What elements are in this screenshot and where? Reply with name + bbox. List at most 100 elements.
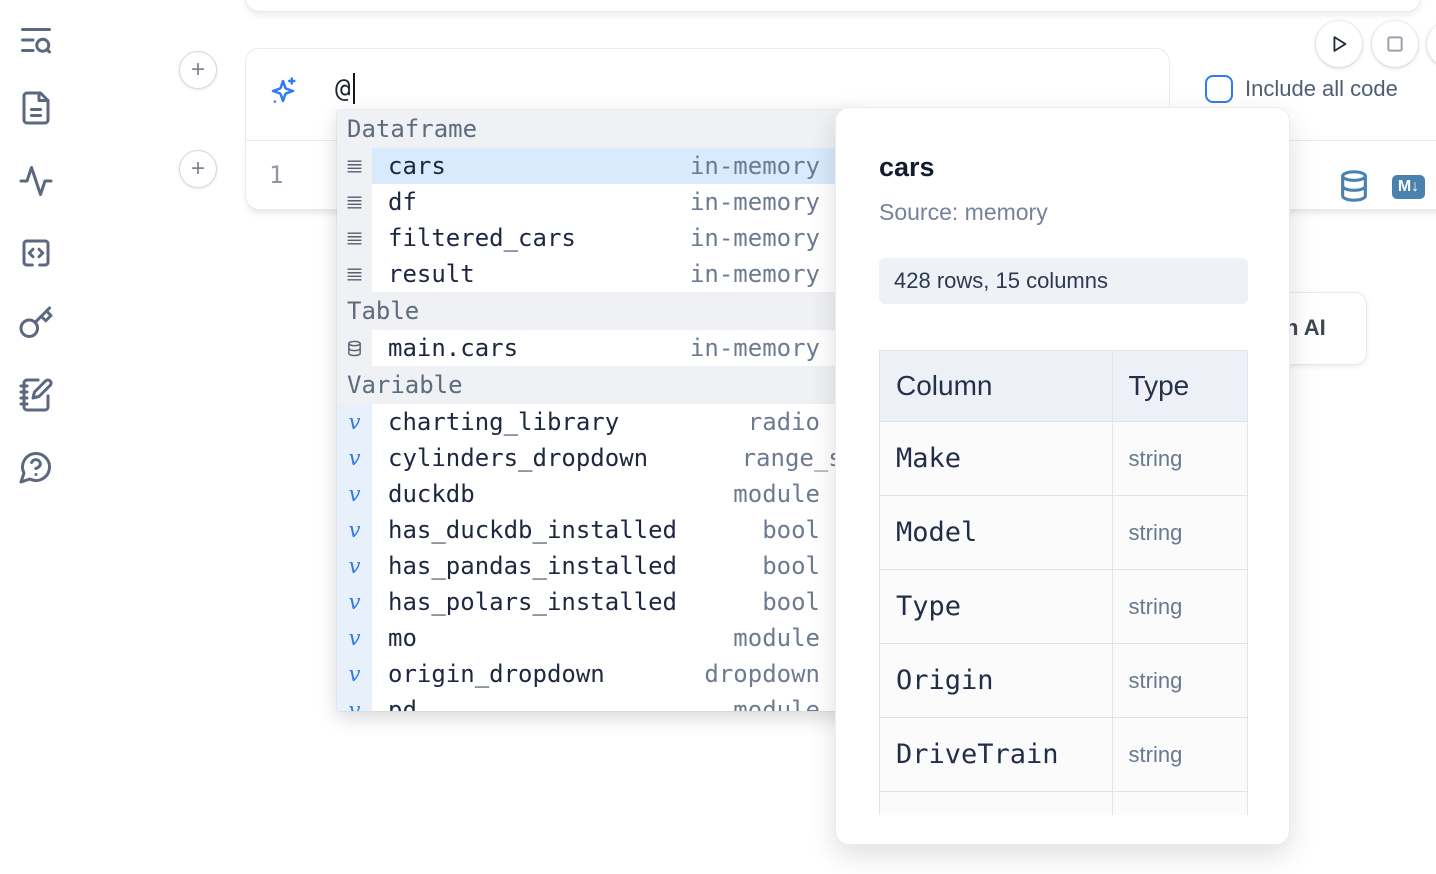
autocomplete-item-type: bool: [762, 588, 820, 616]
variable-icon: v: [337, 584, 372, 620]
preview-shape-badge: 428 rows, 15 columns: [879, 258, 1248, 304]
autocomplete-item[interactable]: v has_polars_installed bool: [337, 584, 860, 620]
include-all-code-label[interactable]: Include all code: [1245, 76, 1398, 101]
autocomplete-item-type: module: [733, 696, 820, 711]
dataframe-icon: [337, 256, 372, 292]
add-cell-above-button[interactable]: +: [179, 51, 217, 89]
schema-column-name: Model: [879, 495, 1113, 570]
autocomplete-item-type: radio: [747, 408, 820, 436]
dataframe-preview-panel: cars Source: memory 428 rows, 15 columns…: [835, 107, 1290, 845]
autocomplete-item-label: main.cars: [388, 334, 519, 362]
previous-cell-edge: [245, 0, 1421, 12]
schema-column-type: [1111, 791, 1248, 815]
autocomplete-item-label: cars: [388, 152, 446, 180]
autocomplete-item-label: cylinders_dropdown: [388, 444, 649, 472]
variable-icon: v: [337, 548, 372, 584]
file-text-icon[interactable]: [18, 90, 54, 126]
sparkles-icon: [268, 76, 298, 106]
variable-icon: v: [337, 404, 372, 440]
run-cell-button[interactable]: [1316, 21, 1362, 67]
schema-column-type: string: [1111, 421, 1248, 496]
code-square-icon[interactable]: [18, 235, 54, 271]
autocomplete-item[interactable]: v pd module: [337, 692, 860, 711]
autocomplete-item-label: has_pandas_installed: [388, 552, 677, 580]
preview-source: Source: memory: [879, 199, 1048, 225]
autocomplete-section-header: Dataframe: [337, 110, 860, 148]
autocomplete-item-type: bool: [762, 516, 820, 544]
autocomplete-item-type: module: [733, 480, 820, 508]
dataframe-icon: [337, 184, 372, 220]
autocomplete-item-body: duckdb module: [372, 476, 860, 512]
list-search-icon[interactable]: [18, 22, 54, 58]
autocomplete-item-label: filtered_cars: [388, 224, 576, 252]
autocomplete-item-type: in-memory: [689, 188, 820, 216]
play-icon: [1333, 36, 1347, 52]
table-icon: [337, 330, 372, 366]
help-circle-icon[interactable]: [18, 449, 54, 485]
notebook-pen-icon[interactable]: [18, 377, 54, 413]
autocomplete-item[interactable]: v charting_library radio: [337, 404, 860, 440]
include-all-code-control: Include all code: [1205, 75, 1398, 103]
schema-column-type: string: [1111, 569, 1248, 644]
variable-icon: v: [337, 620, 372, 656]
prompt-value: @: [335, 74, 351, 104]
autocomplete-item-label: duckdb: [388, 480, 475, 508]
schema-column-name: DriveTrain: [879, 717, 1113, 792]
ai-button-label: h AI: [1285, 315, 1326, 340]
activity-icon[interactable]: [18, 163, 54, 199]
autocomplete-item-type: module: [733, 624, 820, 652]
add-cell-below-button[interactable]: +: [179, 150, 217, 188]
key-icon[interactable]: [18, 305, 54, 341]
database-icon[interactable]: [1337, 169, 1371, 203]
autocomplete-item-label: has_polars_installed: [388, 588, 677, 616]
preview-title: cars: [879, 152, 935, 182]
schema-column-type: string: [1111, 495, 1248, 570]
schema-column-name: Make: [879, 421, 1113, 496]
autocomplete-item-label: has_duckdb_installed: [388, 516, 677, 544]
autocomplete-item-body: filtered_cars in-memory: [372, 220, 860, 256]
markdown-icon[interactable]: M↓: [1392, 175, 1425, 199]
variable-icon: v: [337, 512, 372, 548]
autocomplete-item-body: pd module: [372, 692, 860, 711]
autocomplete-item-type: in-memory: [689, 152, 820, 180]
autocomplete-item-label: pd: [388, 696, 417, 711]
autocomplete-item-label: charting_library: [388, 408, 620, 436]
autocomplete-section-header: Variable: [337, 366, 860, 404]
autocomplete-item-type: in-memory: [689, 260, 820, 288]
autocomplete-item[interactable]: filtered_cars in-memory: [337, 220, 860, 256]
extra-button-partial[interactable]: [1427, 21, 1436, 67]
stop-button[interactable]: [1372, 21, 1418, 67]
stop-icon: [1387, 36, 1403, 52]
autocomplete-item[interactable]: cars in-memory: [337, 148, 860, 184]
autocomplete-item[interactable]: v has_duckdb_installed bool: [337, 512, 860, 548]
text-cursor: [353, 73, 355, 104]
autocomplete-item-body: has_duckdb_installed bool: [372, 512, 860, 548]
autocomplete-item[interactable]: v has_pandas_installed bool: [337, 548, 860, 584]
schema-column-name: [879, 791, 1113, 815]
autocomplete-item-type: bool: [762, 552, 820, 580]
autocomplete-item-type: in-memory: [689, 224, 820, 252]
variable-icon: v: [337, 692, 372, 711]
schema-row: [879, 791, 1248, 815]
line-number: 1: [269, 161, 284, 189]
include-all-code-checkbox[interactable]: [1205, 75, 1233, 103]
